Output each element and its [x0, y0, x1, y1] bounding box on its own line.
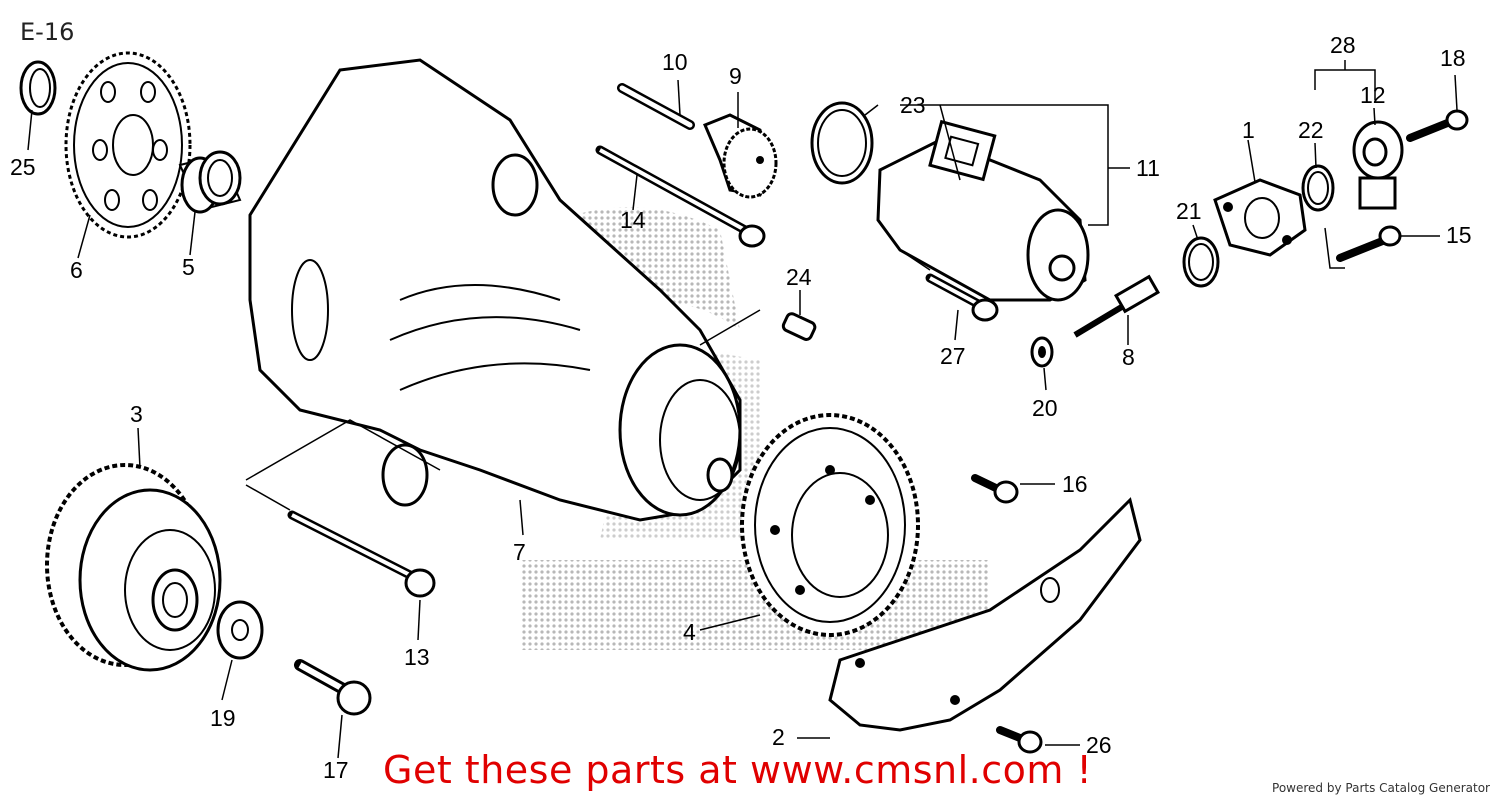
- footer-credit: Powered by Parts Catalog Generator: [1272, 781, 1490, 795]
- diagram-code: E-16: [20, 18, 75, 46]
- part-needle-bearing[interactable]: [178, 150, 242, 214]
- part-bolt-15[interactable]: [1336, 225, 1402, 262]
- callout-26[interactable]: 26: [1086, 732, 1112, 758]
- leader-lines: [27, 60, 1458, 759]
- part-o-ring-large[interactable]: [810, 101, 874, 185]
- callout-6[interactable]: 6: [70, 257, 83, 283]
- part-generator-housing[interactable]: [248, 58, 742, 522]
- part-bolt-18[interactable]: [1406, 109, 1469, 142]
- callout-7[interactable]: 7: [513, 539, 526, 565]
- part-starter-clutch[interactable]: [45, 463, 222, 672]
- callout-2[interactable]: 2: [772, 724, 785, 750]
- part-shaft[interactable]: [617, 83, 695, 130]
- part-o-ring-21[interactable]: [1182, 236, 1220, 288]
- callout-16[interactable]: 16: [1062, 471, 1088, 497]
- callout-22[interactable]: 22: [1298, 117, 1324, 143]
- part-speed-sensor[interactable]: [1352, 120, 1404, 210]
- part-cover-plate[interactable]: [828, 497, 1142, 732]
- part-gear-large[interactable]: [740, 413, 920, 637]
- part-washer-small[interactable]: [1030, 336, 1054, 368]
- part-idle-gear[interactable]: [703, 113, 778, 199]
- callout-24[interactable]: 24: [786, 264, 812, 290]
- callout-14[interactable]: 14: [620, 207, 646, 233]
- part-gear-small[interactable]: [64, 51, 192, 239]
- callout-4[interactable]: 4: [683, 619, 696, 645]
- callout-13[interactable]: 13: [404, 644, 430, 670]
- part-sensor[interactable]: [1073, 274, 1161, 338]
- callout-8[interactable]: 8: [1122, 344, 1135, 370]
- callout-10[interactable]: 10: [662, 49, 688, 75]
- callout-25[interactable]: 25: [10, 154, 36, 180]
- callout-19[interactable]: 19: [210, 705, 236, 731]
- part-starter-motor[interactable]: [876, 119, 1090, 302]
- part-bolt-16[interactable]: [971, 474, 1019, 504]
- callout-11[interactable]: 11: [1136, 155, 1160, 181]
- callout-20[interactable]: 20: [1032, 395, 1058, 421]
- callout-27[interactable]: 27: [940, 343, 966, 369]
- callout-3[interactable]: 3: [130, 401, 143, 427]
- part-dowel-pin[interactable]: [781, 312, 817, 341]
- part-snap-ring[interactable]: [19, 60, 57, 116]
- part-o-ring-22[interactable]: [1301, 164, 1335, 212]
- part-long-bolt[interactable]: [595, 145, 766, 248]
- part-bolt-26[interactable]: [996, 726, 1043, 754]
- part-sensor-cover[interactable]: [1213, 178, 1307, 257]
- callout-18[interactable]: 18: [1440, 45, 1466, 71]
- callout-23[interactable]: 23: [900, 92, 926, 118]
- callout-5[interactable]: 5: [182, 254, 195, 280]
- part-bolt-13[interactable]: [287, 510, 436, 598]
- callout-15[interactable]: 15: [1446, 222, 1472, 248]
- callout-12[interactable]: 12: [1360, 82, 1386, 108]
- part-motor-bolt[interactable]: [925, 273, 999, 322]
- part-bolt-17[interactable]: [294, 659, 372, 716]
- callout-28[interactable]: 28: [1330, 32, 1356, 58]
- callout-17[interactable]: 17: [323, 757, 349, 783]
- callout-21[interactable]: 21: [1176, 198, 1202, 224]
- callout-labels: 25 6 5 10 9 14 23 11 24 27 8 20 21 1 22 …: [10, 32, 1472, 783]
- callout-9[interactable]: 9: [729, 63, 742, 89]
- part-washer-19[interactable]: [216, 600, 264, 660]
- promo-banner-link[interactable]: Get these parts at www.cmsnl.com !: [383, 748, 1093, 792]
- callout-1[interactable]: 1: [1242, 117, 1255, 143]
